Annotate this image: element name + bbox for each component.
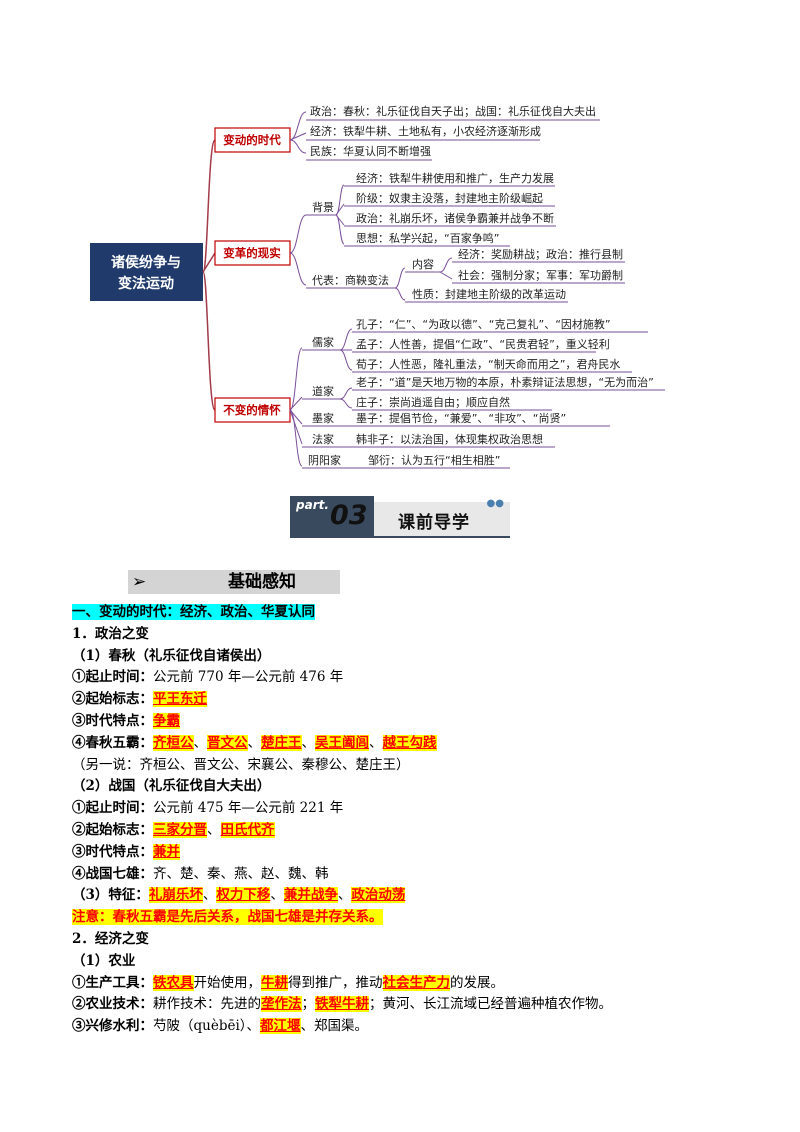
branch3-taoist-label: 道家 [312, 384, 334, 398]
branch2-content-item-1: 经济：奖励耕战；政治：推行县制 [458, 247, 623, 261]
branch-title-2: 变革的现实 [223, 246, 281, 260]
branch3-yinyang-item-1: 邹衍：认为五行“相生相胜” [368, 453, 500, 467]
branch3-yinyang-label: 阴阳家 [308, 453, 341, 467]
line-farming-tech: ②农业技术：耕作技术：先进的垄作法；铁犁牛耕；黄河、长江流域已经普遍种植农作物。 [72, 996, 612, 1013]
branch2-bg-item-3: 政治：礼崩乐坏，诸侯争霸兼并战争不断 [356, 211, 554, 225]
branch2-bg-item-1: 经济：铁犁牛耕使用和推广，生产力发展 [356, 171, 554, 185]
branch2-bg-item-4: 思想：私学兴起，“百家争鸣” [356, 231, 499, 245]
branch1-item-3: 民族：华夏认同不断增强 [310, 144, 431, 158]
part-number: 03 [330, 500, 368, 531]
branch-box-1: 变动的时代 [214, 127, 291, 153]
line-characteristics: （3）特征：礼崩乐坏、权力下移、兼并战争、政治动荡 [72, 887, 406, 904]
subheading-warring-states: （2）战国（礼乐征伐自大夫出） [72, 778, 271, 795]
subheading-economy: 2．经济之变 [72, 930, 149, 947]
branch-box-2: 变革的现实 [214, 240, 291, 266]
branch3-mohist-label: 墨家 [312, 411, 334, 425]
branch3-confucian-label: 儒家 [312, 335, 334, 349]
subheading-politics: 1．政治之变 [72, 625, 149, 642]
branch-title-1: 变动的时代 [223, 133, 281, 147]
mind-map-root-line1: 诸侯纷争与 [111, 254, 181, 271]
branch1-item-2: 经济：铁犁牛耕、土地私有，小农经济逐渐形成 [310, 124, 541, 138]
branch1-item-1: 政治：春秋：礼乐征伐自天子出；战国：礼乐征伐自大夫出 [310, 104, 596, 118]
note-line: 注意：春秋五霸是先后关系，战国七雄是并存关系。 [72, 909, 383, 926]
line-start-mark: ②起始标志：平王东迁 [72, 691, 207, 708]
branch2-group2-label: 代表：商鞅变法 [312, 273, 389, 287]
subheading-agriculture: （1）农业 [72, 952, 136, 969]
branch3-confucian-item-1: 孔子：“仁”、“为政以德”、“克己复礼”、“因材施教” [356, 317, 611, 331]
branch3-taoist-item-2: 庄子：崇尚逍遥自由；顺应自然 [356, 395, 510, 409]
study-notes: 一、变动的时代：经济、政治、华夏认同 1．政治之变 （1）春秋（礼乐征伐自诸侯出… [72, 602, 732, 1038]
branch3-legalist-item-1: 韩非子：以法治国，体现集权政治思想 [356, 432, 543, 446]
heading-1: 一、变动的时代：经济、政治、华夏认同 [72, 604, 315, 620]
branch-box-3: 不变的情怀 [214, 397, 291, 423]
branch3-taoist-item-1: 老子：“道”是天地万物的本原，朴素辩证法思想，“无为而治” [356, 375, 654, 389]
branch3-confucian-item-2: 孟子：人性善，提倡“仁政”、“民贵君轻”，重义轻利 [356, 337, 610, 351]
part-banner: part. 03 课前导学 ●● [290, 496, 510, 538]
line-tools: ①生产工具：铁农具开始使用，牛耕得到推广，推动社会生产力的发展。 [72, 974, 504, 991]
branch2-group1-label: 背景 [312, 200, 334, 214]
arrow-bullet-icon: ➢ [132, 572, 147, 592]
line-start-mark-2: ②起始标志：三家分晋、田氏代齐 [72, 821, 275, 838]
branch3-legalist-label: 法家 [312, 432, 334, 446]
line-feature: ③时代特点：争霸 [72, 712, 180, 729]
branch3-mohist-item-1: 墨子：提倡节俭，“兼爱”、“非攻”、“尚贤” [356, 411, 566, 425]
branch2-nature: 性质：封建地主阶级的改革运动 [412, 287, 566, 301]
branch2-bg-item-2: 阶级：奴隶主没落，封建地主阶级崛起 [356, 191, 543, 205]
section-title: 基础感知 [228, 572, 296, 592]
line-period: ①起止时间：公元前 770 年—公元前 476 年 [72, 669, 344, 686]
mind-map-root-line2: 变法运动 [118, 275, 174, 292]
part-word: part. [296, 498, 329, 512]
branch2-content-label: 内容 [412, 257, 434, 271]
line-feature-2: ③时代特点：兼并 [72, 843, 180, 860]
mind-map-connectors [202, 139, 216, 411]
line-five-hegemons: ④春秋五霸：齐桓公、晋文公、楚庄王、吴王阖闾、越王勾践 [72, 734, 437, 751]
line-irrigation: ③兴修水利：芍陂（quèbēi）、都江堰、郑国渠。 [72, 1018, 369, 1035]
decorative-dots-icon: ●● [486, 498, 504, 509]
mind-map: 诸侯纷争与 变法运动 变动的时代 变革的现实 不变的情怀 政治：春秋：礼乐征伐自… [90, 104, 665, 469]
branch2-content-item-2: 社会：强制分家；军事：军功爵制 [458, 268, 623, 282]
branch-title-3: 不变的情怀 [223, 403, 281, 417]
part-title: 课前导学 [398, 513, 470, 533]
line-period-2: ①起止时间：公元前 475 年—公元前 221 年 [72, 800, 344, 817]
line-seven-states: ④战国七雄：齐、楚、秦、燕、赵、魏、韩 [72, 865, 329, 882]
mind-map-root [90, 243, 203, 301]
subheading-spring-autumn: （1）春秋（礼乐征伐自诸侯出） [72, 647, 271, 664]
line-alt-hegemons: （另一说：齐桓公、晋文公、宋襄公、秦穆公、楚庄王） [72, 756, 410, 773]
section-heading: ➢ 基础感知 [128, 570, 340, 594]
branch3-confucian-item-3: 荀子：人性恶，隆礼重法，“制天命而用之”，君舟民水 [356, 357, 620, 371]
